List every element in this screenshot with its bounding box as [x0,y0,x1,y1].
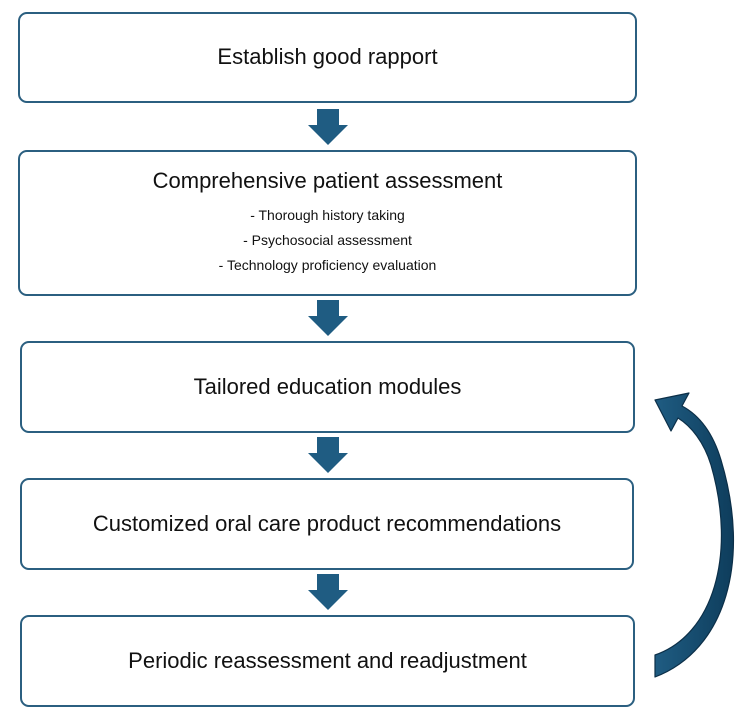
down-arrow-icon [308,109,348,145]
step-title: Periodic reassessment and readjustment [128,647,527,673]
assessment-detail-list: - Thorough history taking - Psychosocial… [219,203,437,278]
step-title: Establish good rapport [217,44,438,70]
step-patient-assessment: Comprehensive patient assessment - Thoro… [18,150,637,296]
down-arrow-icon [308,300,348,336]
step-establish-rapport: Establish good rapport [18,12,637,103]
step-title: Comprehensive patient assessment [152,168,503,194]
step-education-modules: Tailored education modules [20,341,635,433]
step-product-recommendations: Customized oral care product recommendat… [20,478,634,570]
step-title: Customized oral care product recommendat… [92,510,562,536]
assessment-detail-item: - Psychosocial assessment [243,231,412,248]
assessment-detail-item: - Thorough history taking [250,206,405,223]
assessment-detail-item: - Technology proficiency evaluation [218,256,437,273]
step-title: Tailored education modules [193,373,462,399]
step-periodic-reassessment: Periodic reassessment and readjustment [20,615,635,707]
down-arrow-icon [308,437,348,473]
down-arrow-icon [308,574,348,610]
